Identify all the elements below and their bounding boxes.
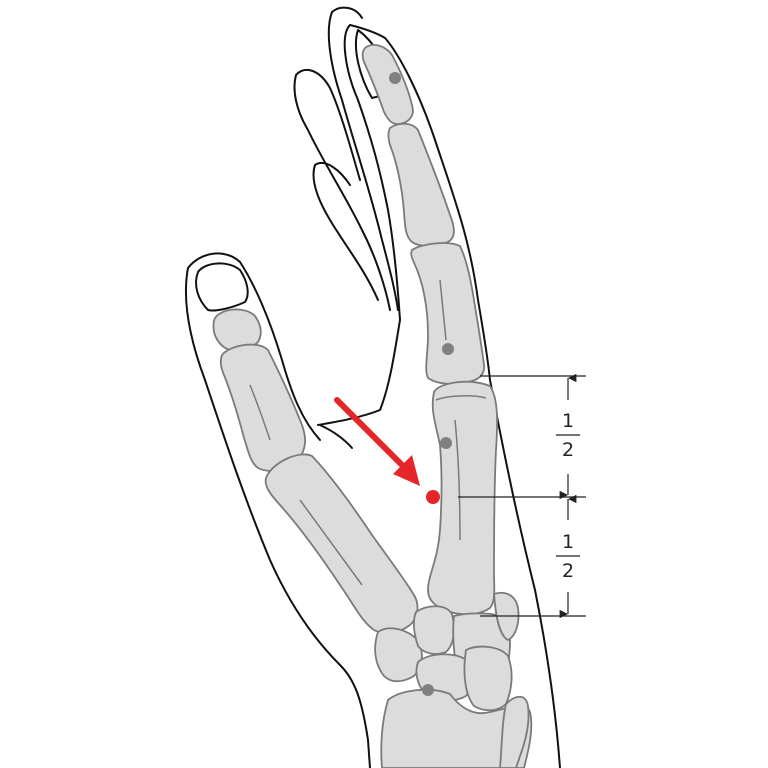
red-target-point: [426, 490, 440, 504]
thumb-lower-outline: [185, 267, 371, 768]
red-arrow-shaft: [334, 397, 408, 471]
thumb-outline: [187, 252, 321, 441]
lunate-bone: [463, 645, 513, 712]
palm-crease-2: [319, 424, 353, 449]
ring-finger-outline: [293, 74, 391, 311]
index-finger-outline: [349, 24, 561, 768]
fraction-upper-numerator: 1: [562, 410, 574, 432]
index-proximal-detail: [439, 279, 447, 341]
middle-finger-outline: [327, 11, 399, 311]
little-finger-outline: [312, 164, 379, 301]
red-arrow-head: [393, 455, 420, 486]
landmark-dot-wrist: [422, 684, 434, 696]
landmark-dot-index-tip: [389, 72, 401, 84]
bones: [212, 44, 533, 768]
ring-finger-tip: [295, 68, 361, 181]
trapezoid-bone: [412, 605, 455, 655]
fraction-upper-denominator: 2: [562, 439, 574, 461]
landmark-dot-metacarpal-head: [440, 437, 452, 449]
fraction-labels: 1 2 1 2: [562, 410, 574, 582]
thumb-proximal-phalanx: [219, 343, 306, 472]
trapezium-bone: [374, 627, 423, 683]
index-distal-phalanx: [361, 44, 414, 125]
fraction-lower-denominator: 2: [562, 560, 574, 582]
landmark-dots: [389, 72, 454, 696]
thumb-metacarpal-detail: [299, 499, 363, 586]
landmark-dot-index-proximal: [442, 343, 454, 355]
ulna-bone: [499, 695, 530, 768]
bone-details: [249, 279, 487, 586]
middle-finger-tip: [331, 6, 363, 19]
index-proximal-phalanx: [410, 242, 485, 385]
target-indicator: [334, 397, 440, 504]
hand-outline: [185, 6, 561, 768]
palm-crease: [317, 319, 401, 426]
thumb-metacarpal: [264, 453, 419, 635]
thumbnail: [195, 262, 249, 312]
fraction-lower-numerator: 1: [562, 531, 574, 553]
index-metacarpal-detail: [454, 419, 461, 541]
index-metacarpal-head-detail: [435, 395, 487, 401]
dimension-lines: [458, 373, 586, 619]
little-finger-tip: [314, 162, 351, 186]
index-middle-phalanx: [387, 122, 455, 247]
index-finger-inner-outline: [343, 24, 401, 321]
thumb-proximal-detail: [249, 384, 271, 441]
